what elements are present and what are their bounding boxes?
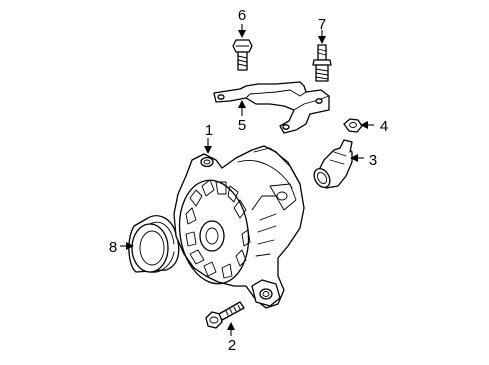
callout-3: 3 [369,152,377,169]
bolt-part-2 [205,301,245,329]
arrow-7 [318,36,326,44]
callout-4: 4 [380,118,388,135]
callout-2: 2 [228,337,236,354]
arrow-8 [126,242,134,250]
alternator-part-1 [173,145,305,309]
arrow-6 [238,30,246,38]
arrow-5 [238,100,246,108]
pulley-part-8 [128,215,180,273]
nut-part-4 [343,118,363,133]
bracket-part-5 [213,81,330,134]
callout-8: 8 [109,239,117,256]
arrow-1 [204,146,212,154]
callout-6: 6 [238,7,246,24]
arrow-3 [350,154,358,162]
stud-part-7 [312,44,332,82]
arrow-2 [227,322,235,330]
callout-7: 7 [318,16,326,33]
callout-1: 1 [205,122,213,139]
bolt-part-6 [232,39,253,71]
arrow-4 [360,121,368,129]
callout-5: 5 [238,117,246,134]
connector-part-3 [313,139,353,189]
